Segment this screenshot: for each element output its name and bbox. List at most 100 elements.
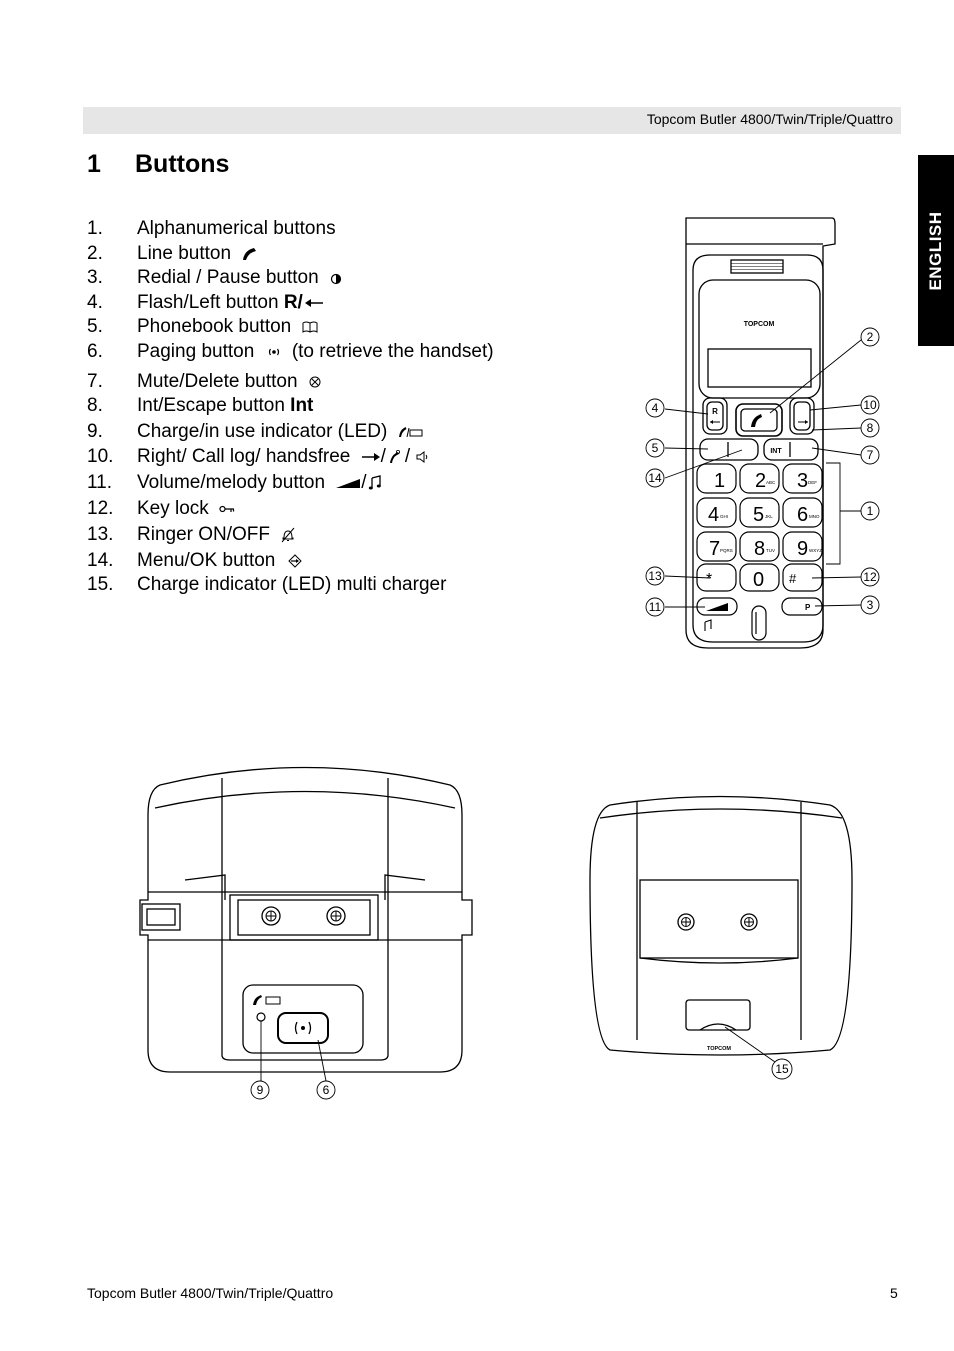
- callout-label: 15: [775, 1062, 789, 1076]
- header-bar: Topcom Butler 4800/Twin/Triple/Quattro: [83, 107, 901, 134]
- list-item: 8.Int/Escape button Int: [87, 394, 494, 419]
- callout-1: 1: [860, 501, 880, 521]
- item-label: Flash/Left button: [137, 291, 279, 313]
- key-9: 9: [797, 538, 808, 560]
- paging-key: [294, 1021, 312, 1035]
- handset-melody-icon: [704, 619, 712, 631]
- callout-3: 3: [860, 595, 880, 615]
- charger-screw-left: [677, 913, 695, 931]
- list-item: 1.Alphanumerical buttons: [87, 217, 494, 242]
- key-9-letters: WXYZ: [809, 548, 822, 553]
- paging-icon: [268, 348, 279, 356]
- item-label: Int/Escape button: [137, 395, 285, 417]
- item-number: 8.: [87, 395, 103, 417]
- list-item: 4.Flash/Left button R/: [87, 291, 494, 316]
- callout-2: 2: [860, 327, 880, 347]
- base-callouts: 9 6: [250, 1080, 336, 1100]
- callout-label: 6: [323, 1083, 330, 1097]
- callout-15: 15: [771, 1058, 793, 1080]
- section-heading: Buttons: [135, 150, 230, 178]
- base-battery-icon: [265, 996, 281, 1005]
- buttons-list: 1.Alphanumerical buttons 2.Line button 3…: [87, 217, 494, 598]
- item-number: 10.: [87, 446, 114, 468]
- left-arrow-icon: [304, 298, 323, 307]
- handset-volume-icon: [706, 603, 728, 611]
- callout-label: 12: [863, 570, 877, 584]
- key-5: 5: [753, 504, 764, 526]
- list-item: 3. Redial / Pause button: [87, 266, 494, 291]
- key-4: 4: [708, 504, 719, 526]
- item-number: 3.: [87, 267, 103, 289]
- list-item: 13. Ringer ON/OFF: [87, 523, 494, 548]
- key-3-letters: DEF: [808, 480, 817, 485]
- callout-label: 14: [648, 471, 662, 485]
- callout-14: 14: [645, 468, 665, 488]
- callout-label: 10: [863, 398, 877, 412]
- callout-12: 12: [860, 567, 880, 587]
- list-item: 11. Volume/melody button /: [87, 471, 494, 496]
- right-arrow-icon: [361, 453, 380, 462]
- list-item: 14. Menu/OK button: [87, 549, 494, 574]
- callout-8: 8: [860, 418, 880, 438]
- charger-brand: TOPCOM: [707, 1046, 731, 1052]
- item-number: 15.: [87, 574, 114, 596]
- header-title: Topcom Butler 4800/Twin/Triple/Quattro: [646, 111, 893, 127]
- keypad: 1 2 ABC 3 DEF 4 GHI 5 JKL 6 MNO 7 PQRS 8…: [696, 463, 823, 641]
- item-label: Ringer ON/OFF: [137, 524, 271, 546]
- callout-label: 13: [648, 569, 662, 583]
- item-number: 11.: [87, 471, 113, 493]
- handset-outline: [685, 217, 836, 649]
- list-item: 9.Charge/in use indicator (LED): [87, 420, 494, 445]
- charger-diagram: TOPCOM 15: [589, 795, 853, 1080]
- key-7-letters: PQRS: [720, 548, 733, 553]
- redial-icon: [330, 274, 342, 285]
- separator: /: [380, 446, 386, 468]
- key-5-letters: JKL: [765, 514, 773, 519]
- item-label: Charge/in use indicator (LED): [137, 420, 388, 442]
- key-7: 7: [709, 538, 720, 560]
- item-number: 1.: [87, 218, 103, 239]
- handset-callout-lines: [664, 339, 862, 608]
- item-number: 13.: [87, 524, 114, 546]
- base-screw-right: [326, 906, 346, 926]
- charger-outline: [589, 795, 853, 1056]
- menu-ok-icon: [287, 553, 302, 568]
- list-item: 10.Right/ Call log/ handsfree //: [87, 445, 494, 470]
- callout-13: 13: [645, 566, 665, 586]
- item-label: Charge indicator (LED) multi charger: [137, 574, 447, 596]
- callout-label: 7: [867, 448, 874, 462]
- handset-callouts: 2 4 10 8 5 7 14 1 13 12 11 3: [645, 327, 880, 617]
- item-label: Mute/Delete button: [137, 370, 298, 392]
- footer-title: Topcom Butler 4800/Twin/Triple/Quattro: [87, 1285, 334, 1301]
- handset-int-label: INT: [770, 448, 782, 455]
- language-tab: ENGLISH: [918, 155, 954, 346]
- key-6: 6: [797, 504, 808, 526]
- item-label: Volume/melody button: [137, 471, 326, 493]
- ringer-off-icon: [281, 527, 295, 543]
- key-6-letters: MNO: [809, 514, 820, 519]
- item-label: Redial / Pause button: [137, 267, 319, 289]
- language-tab-label: ENGLISH: [926, 210, 945, 291]
- item-bold: R/: [283, 291, 303, 313]
- handset-line-icon: [751, 414, 762, 427]
- item-label: Menu/OK button: [137, 549, 276, 571]
- handset-face: [692, 254, 824, 643]
- separator: /: [361, 471, 367, 493]
- call-log-icon: [389, 450, 400, 464]
- list-item: 7.Mute/Delete button: [87, 370, 494, 395]
- base-led: [256, 1012, 266, 1022]
- key-8: 8: [754, 538, 765, 560]
- base-screw-left: [261, 906, 281, 926]
- callout-label: 5: [652, 441, 659, 455]
- key-3: 3: [797, 470, 808, 492]
- key-star: *: [706, 571, 712, 588]
- separator: /: [404, 446, 411, 468]
- charger-callout-line: [724, 1026, 776, 1063]
- section-title: 1 Buttons: [87, 150, 229, 179]
- melody-icon: [368, 475, 381, 490]
- item-number: 14.: [87, 549, 114, 571]
- key-1: 1: [714, 470, 725, 492]
- base-callout-lines: [260, 1021, 327, 1082]
- list-item: 5.Phonebook button: [87, 315, 494, 340]
- section-number: 1: [87, 150, 101, 178]
